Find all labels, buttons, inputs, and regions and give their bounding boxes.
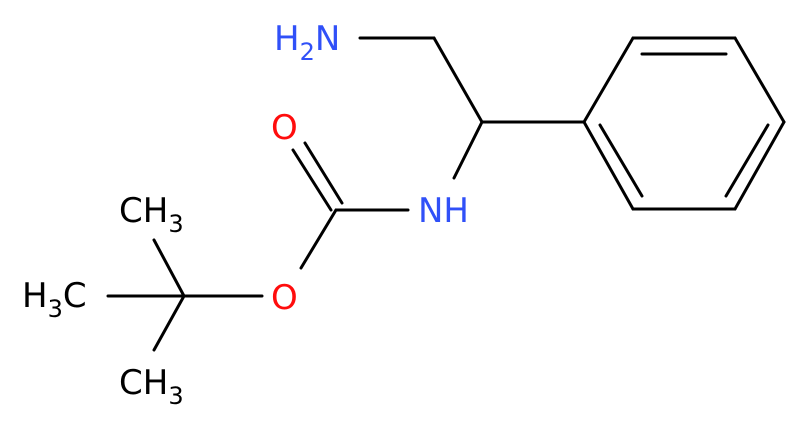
- phenyl-inner-bond-left: [598, 123, 644, 198]
- phenyl-bond-1: [582, 36, 635, 124]
- phenyl-inner-bond-right: [724, 123, 770, 198]
- bond-ch2-chiral: [432, 36, 484, 124]
- amine-group-label: H2N: [274, 19, 340, 66]
- bond-carbon-ester-oxygen: [299, 208, 338, 270]
- bond-quaternary-methyl-bottom: [152, 294, 186, 352]
- ester-oxygen-label: O: [271, 278, 298, 318]
- carbonyl-oxygen-label: O: [271, 108, 298, 148]
- methyl-top-label: CH3: [119, 191, 184, 238]
- phenyl-bond-3: [733, 36, 786, 124]
- bond-chiral-nh: [452, 120, 484, 180]
- methyl-bottom-label: CH3: [119, 363, 184, 410]
- phenyl-bond-4: [733, 120, 786, 211]
- phenyl-ring: [582, 36, 786, 211]
- bond-layer: [106, 36, 786, 352]
- nh-group-label: NH: [418, 191, 469, 231]
- bond-quaternary-methyl-top: [152, 238, 186, 298]
- atom-label-layer: H2N O NH O CH3 H3C CH3: [22, 19, 469, 410]
- phenyl-bond-6: [582, 120, 635, 211]
- bond-carbonyl-double-b: [303, 141, 344, 205]
- methyl-left-label: H3C: [22, 276, 87, 323]
- bond-carbonyl-double-a: [291, 148, 333, 212]
